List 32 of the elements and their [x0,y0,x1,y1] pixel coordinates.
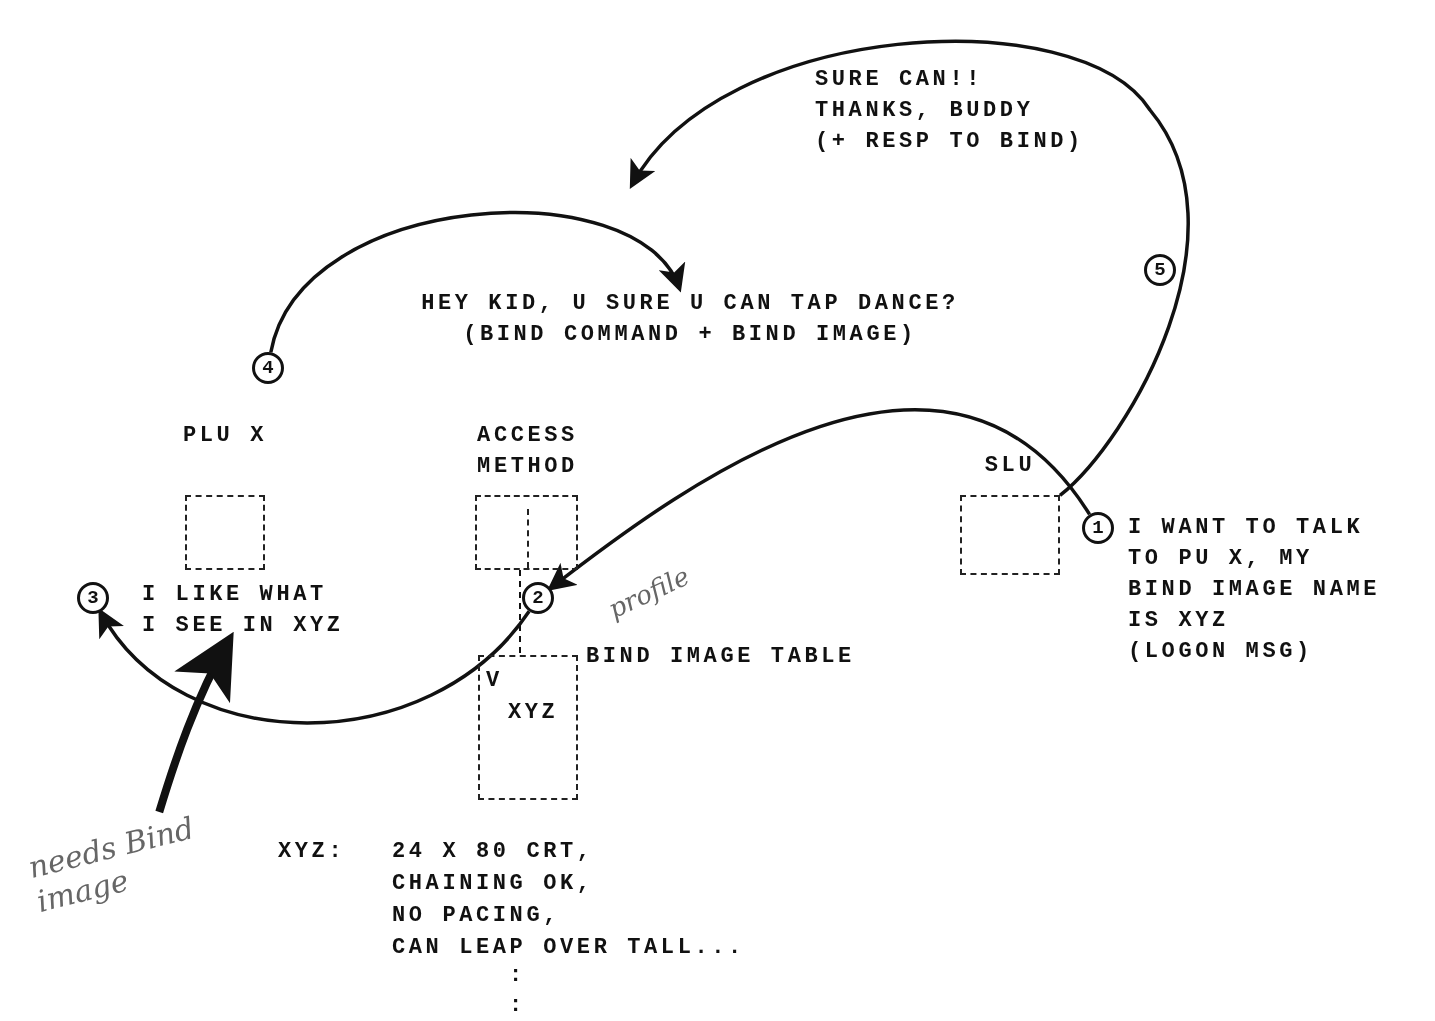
arrow [629,39,1190,497]
message-text: HEY KID, U SURE U CAN TAP DANCE? (BIND COMMAND + BIND IMAGE) [360,288,1020,350]
spec-text: CAN LEAP OVER TALL... [392,934,745,962]
arrow [155,631,234,814]
dashed-box [185,495,265,570]
numbered-circle: 2 [522,582,554,614]
dashed-box [475,495,578,570]
spec-text: XYZ: [278,838,346,866]
spec-text: CHAINING OK, [392,870,594,898]
dashed-link [519,569,521,656]
spec-text: : [509,992,526,1020]
numbered-circle: 5 [1144,254,1176,286]
numbered-circle: 4 [252,352,284,384]
message-text: (LOGON MSG) [1128,638,1314,666]
spec-text: : [509,962,526,990]
dashed-box [960,495,1060,575]
spec-text: 24 X 80 CRT, [392,838,594,866]
unit-label: ACCESS METHOD [476,422,579,481]
spec-text: NO PACING, [392,902,561,930]
numbered-circle: 1 [1082,512,1114,544]
unit-label: PLU X [182,422,268,450]
table-box [478,655,578,800]
table-entry: V [486,667,503,695]
handwritten-note: needs Bind image [25,796,265,919]
message-text: I WANT TO TALK TO PU X, MY BIND IMAGE NAME IS XYZ [1128,514,1382,635]
arrow [97,608,531,725]
table-entry: XYZ [508,699,559,727]
message-text: SURE CAN!! THANKS, BUDDY (+ RESP TO BIND) [815,64,1095,157]
numbered-circle: 3 [77,582,109,614]
unit-label: SLU [983,452,1037,480]
message-text: I LIKE WHAT I SEE IN XYZ [142,579,350,641]
table-label: BIND IMAGE TABLE [586,643,855,671]
